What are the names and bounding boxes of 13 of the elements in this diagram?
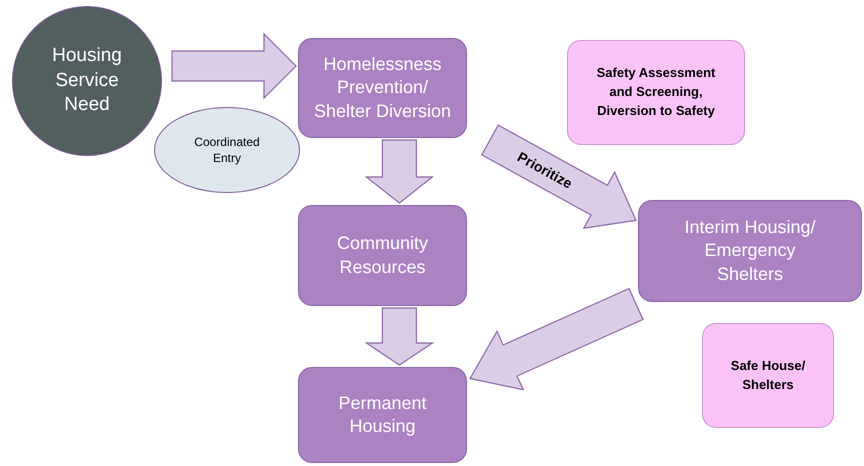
ellipse-node: Coordinated Entry (154, 107, 300, 193)
block-arrow (171, 32, 297, 100)
block-arrow (364, 307, 434, 366)
block-arrow (469, 288, 644, 391)
block-arrow (480, 124, 637, 229)
process-box: Permanent Housing (298, 367, 467, 463)
process-box: Homelessness Prevention/ Shelter Diversion (298, 38, 467, 138)
circle-node: Housing Service Need (12, 6, 162, 156)
block-arrow (364, 139, 434, 204)
process-box: Community Resources (298, 205, 467, 306)
note-box: Safety Assessment and Screening, Diversion to Safety (567, 40, 745, 145)
note-box: Safe House/ Shelters (702, 323, 834, 428)
process-box: Interim Housing/ Emergency Shelters (638, 200, 862, 302)
